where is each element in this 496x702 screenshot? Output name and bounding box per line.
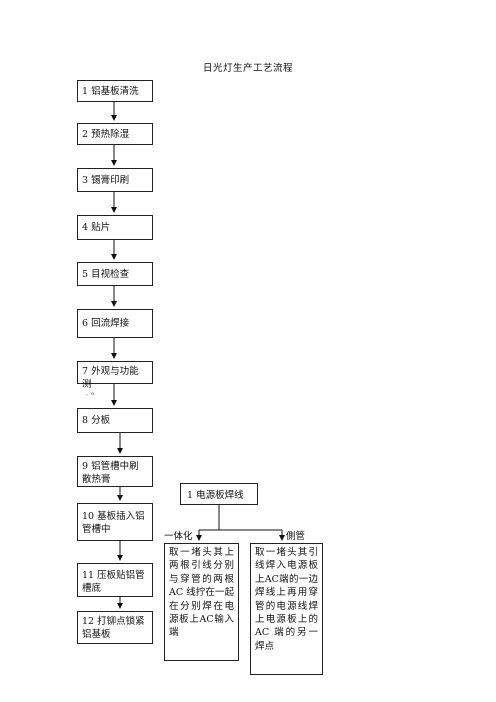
step-2-label: 2 预热除湿 [82,128,130,140]
step-8-label: 8 分板 [82,415,111,426]
step-3-label: 3 锡膏印刷 [82,174,130,186]
page-title: 日光灯生产工艺流程 [202,63,293,74]
label-side-tube: 側管 [286,531,306,542]
step-11-label: 11 压板贴铝管槽底 [82,570,145,594]
step-12-label: 12 打铆点锁紧铝基板 [82,616,145,640]
step-9-label: 9 铝管槽中刷散热膏 [82,461,139,485]
step-10-label: 10 基板插入铝管槽中 [82,511,145,535]
step-7: 7 外观与功能测 、o [77,361,153,397]
step-6-label: 6 回流焊接 [82,318,130,329]
step-4-label: 4 贴片 [82,222,111,233]
power-board-title: 1 电源板焊线 [187,490,244,501]
step-7-label: 7 外观与功能测 [82,366,139,390]
integrated-method-text: 取一堵头其上两根引线分别与穿管的两根 AC 线拧在一起在分别焊在电源板上AC输入… [169,547,234,639]
side-tube-method-text: 取一堵头其引线焊入电源板上AC端的一边焊线上再用穿管的电源线焊上电源板上的 AC… [255,547,318,652]
step-5-label: 5 目视检查 [82,268,130,280]
step-6: 6 回流焊接 [77,309,153,338]
label-integrated: 一体化 [164,531,193,542]
step-1: 1 铝基板清洗 [77,80,153,102]
integrated-method-box: 取一堵头其上两根引线分别与穿管的两根 AC 线拧在一起在分别焊在电源板上AC输入… [164,543,239,661]
step-2: 2 预热除湿 [77,123,153,145]
step-3: 3 锡膏印刷 [77,168,153,192]
step-4: 4 贴片 [77,215,153,240]
step-9: 9 铝管槽中刷散热膏 [77,456,153,487]
step-7-note: 、o [86,391,95,397]
side-tube-method-box: 取一堵头其引线焊入电源板上AC端的一边焊线上再用穿管的电源线焊上电源板上的 AC… [250,543,323,675]
power-board-title-box: 1 电源板焊线 [180,483,258,505]
step-1-label: 1 铝基板清洗 [82,85,139,97]
step-10: 10 基板插入铝管槽中 [77,503,153,541]
step-11: 11 压板贴铝管槽底 [77,563,153,597]
step-8: 8 分板 [77,408,153,433]
step-5: 5 目视检查 [77,262,153,286]
step-12: 12 打铆点锁紧铝基板 [77,611,153,644]
